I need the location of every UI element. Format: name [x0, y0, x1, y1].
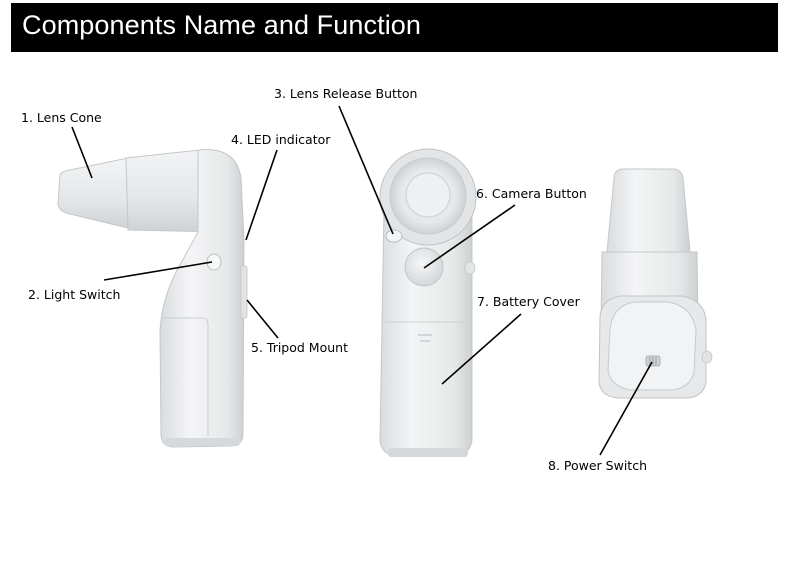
leader-lens-cone [71, 126, 93, 179]
device-back-view [598, 168, 713, 399]
label-led-indicator: 4. LED indicator [231, 132, 331, 147]
leader-power-switch [599, 361, 653, 456]
lens-release-button-shape [385, 229, 403, 243]
leader-lens-release-button [338, 105, 394, 235]
page-title: Components Name and Function [22, 10, 422, 40]
device-front-view [379, 148, 477, 457]
leader-camera-button [423, 204, 516, 269]
label-tripod-mount: 5. Tripod Mount [251, 340, 348, 355]
title-bar: Components Name and Function [11, 3, 778, 52]
label-camera-button: 6. Camera Button [476, 186, 587, 201]
label-light-switch: 2. Light Switch [28, 287, 121, 302]
leader-led-indicator [245, 149, 278, 241]
lens-cone-shape [57, 157, 129, 229]
label-lens-release-button: 3. Lens Release Button [274, 86, 418, 101]
camera-button-shape [404, 247, 444, 287]
label-battery-cover: 7. Battery Cover [477, 294, 580, 309]
label-power-switch: 8. Power Switch [548, 458, 647, 473]
leader-light-switch [103, 261, 213, 281]
light-switch-shape [206, 253, 222, 271]
leader-tripod-mount [246, 299, 279, 339]
leader-battery-cover [441, 313, 522, 385]
device-side-view [57, 149, 248, 448]
leader-lines [71, 105, 653, 456]
label-lens-cone: 1. Lens Cone [21, 110, 102, 125]
